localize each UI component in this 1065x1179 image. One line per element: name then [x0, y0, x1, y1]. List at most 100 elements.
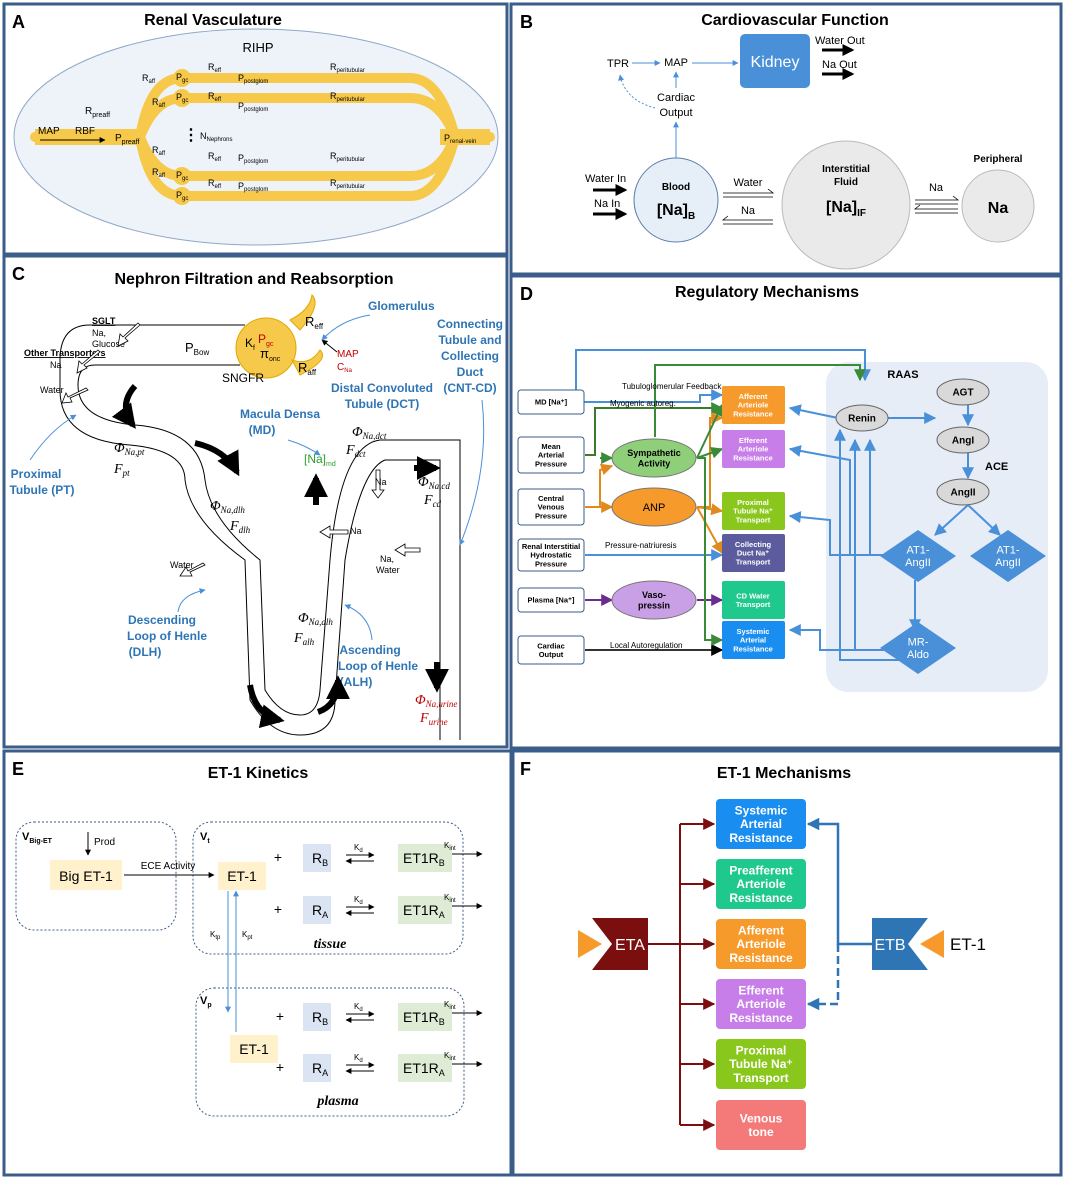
raas-agt-line-0: AGT: [952, 388, 973, 399]
panel-a-title: Renal Vasculature: [144, 12, 282, 29]
etb-ligand: [920, 930, 944, 958]
eta-trunk: [648, 824, 681, 1125]
regulation-link: [585, 402, 724, 456]
f-effect-1-line-0: Preafferent: [729, 863, 792, 877]
ece-label: ECE Activity: [141, 861, 195, 872]
co-line1: Cardiac: [657, 92, 695, 104]
d-mid-0-line-1: Activity: [638, 458, 671, 468]
vbig: VBig-ET: [22, 831, 53, 845]
d-output-box: [722, 581, 785, 619]
phi-dct: ΦNa,dct: [352, 425, 387, 441]
d-input-box: [517, 389, 585, 415]
e-receptor-label: RB: [312, 850, 328, 868]
d-input-5-line-1: Output: [539, 650, 564, 659]
d-input-box: [517, 488, 585, 526]
raas-at1b-line-1: AngII: [995, 557, 1021, 569]
c-cna: CNa: [337, 362, 353, 374]
e-complex-box: [398, 844, 452, 872]
et1-plasma-box: [230, 1035, 278, 1063]
d-output-box: [722, 621, 785, 659]
c-raff: Raff: [298, 360, 317, 377]
d-input-1-line-0: Mean: [541, 442, 561, 451]
glomerulus: [235, 317, 297, 379]
panel-e-title: ET-1 Kinetics: [208, 765, 309, 782]
pbow: PBow: [185, 340, 209, 357]
d-label-pn: Pressure-natriuresis: [605, 541, 677, 550]
f-effect-0-line-2: Resistance: [729, 831, 793, 845]
a-reff-4: Reff: [208, 178, 221, 190]
d-input-box: [517, 635, 585, 665]
f-effect-box: [716, 919, 806, 969]
e-kd-label: Kd: [354, 1053, 363, 1064]
e-complex-box: [398, 896, 452, 924]
d-input-box: [517, 436, 585, 474]
raas-angii: [936, 478, 990, 506]
raas-at1b: [970, 530, 1046, 582]
water-in-label: Water In: [585, 173, 626, 185]
et1-plasma-label: ET-1: [239, 1041, 269, 1057]
d-label-tgf: Tubuloglomerular Feedback: [622, 382, 722, 391]
d-input-3-line-2: Pressure: [535, 559, 567, 568]
regulation-link: [696, 403, 723, 459]
b-na-label: Na: [741, 205, 756, 217]
b-water-label: Water: [734, 177, 763, 189]
e-complex-box: [398, 1003, 452, 1031]
d-output-box: [722, 534, 785, 572]
rihp-label: RIHP: [242, 40, 273, 55]
f-effect-2-line-0: Afferent: [738, 923, 784, 937]
ponc: πonc: [260, 346, 281, 363]
e-complex-label: ET1RA: [403, 902, 445, 920]
regulation-link: [696, 506, 723, 555]
f-effect-box: [716, 1100, 806, 1150]
panel-e-letter: E: [12, 759, 24, 779]
d-input-box: [517, 587, 585, 613]
cntcd-2: Collecting: [441, 349, 499, 363]
dlh-2: (DLH): [129, 645, 162, 659]
f-effect-3-line-0: Efferent: [738, 983, 783, 997]
panel-c: C Nephron Filtration and Reabsorption PB…: [9, 264, 503, 740]
tissue-compartment: [192, 821, 464, 955]
a-rperi-4: Rperitubular: [330, 178, 365, 190]
dlh-1: Loop of Henle: [127, 629, 207, 643]
d-output-1-line-1: Arteriole: [738, 445, 769, 454]
c-na-1: Na: [50, 360, 62, 370]
a-rbf-label: RBF: [75, 126, 95, 137]
c-na-3: Na: [375, 477, 387, 487]
e-plus: +: [274, 901, 282, 917]
d-output-0-line-2: Resistance: [733, 409, 773, 418]
ace-label: ACE: [985, 461, 1008, 473]
e-receptor-box: [303, 1054, 331, 1082]
e-plus: +: [276, 1059, 284, 1075]
f-effect-1-line-1: Arteriole: [736, 877, 786, 891]
f-effect-3-line-1: Arteriole: [736, 997, 786, 1011]
f-effect-box: [716, 859, 806, 909]
panel-f: F ET-1 Mechanisms ETA ETB ET-1 SystemicA…: [520, 759, 986, 1150]
c-reff: Reff: [305, 314, 324, 331]
a-raff-4: Raff: [152, 167, 165, 179]
vp: Vp: [200, 995, 212, 1009]
blood-label: Blood: [662, 182, 690, 193]
e-plus: +: [274, 849, 282, 865]
raas-mr: [880, 622, 956, 674]
a-reff-2: Reff: [208, 91, 221, 103]
regulation-link: [654, 364, 866, 437]
panel-b-title: Cardiovascular Function: [701, 12, 889, 29]
e-receptor-box: [303, 844, 331, 872]
panel-e-border: [2, 749, 513, 1177]
kidney-box: [740, 34, 810, 88]
d-output-box: [722, 492, 785, 530]
raas-angi-line-0: AngI: [952, 436, 974, 447]
d-output-0-line-0: Afferent: [739, 392, 768, 401]
phi-pt: ΦNa,pt: [114, 441, 145, 457]
panel-c-title: Nephron Filtration and Reabsorption: [114, 271, 393, 288]
e-complex-label: ET1RB: [403, 1009, 445, 1027]
peripheral-compartment: [961, 169, 1035, 243]
big-et1-box: [50, 860, 122, 890]
e-receptor-box: [303, 1003, 331, 1031]
blood-compartment: [633, 157, 719, 243]
raas-renin-line-0: Renin: [848, 414, 876, 425]
water-out-label: Water Out: [815, 35, 865, 47]
c-na-2: Na: [350, 526, 362, 536]
raas-renin: [835, 404, 889, 432]
a-pgc-4: Pgc: [176, 190, 188, 202]
